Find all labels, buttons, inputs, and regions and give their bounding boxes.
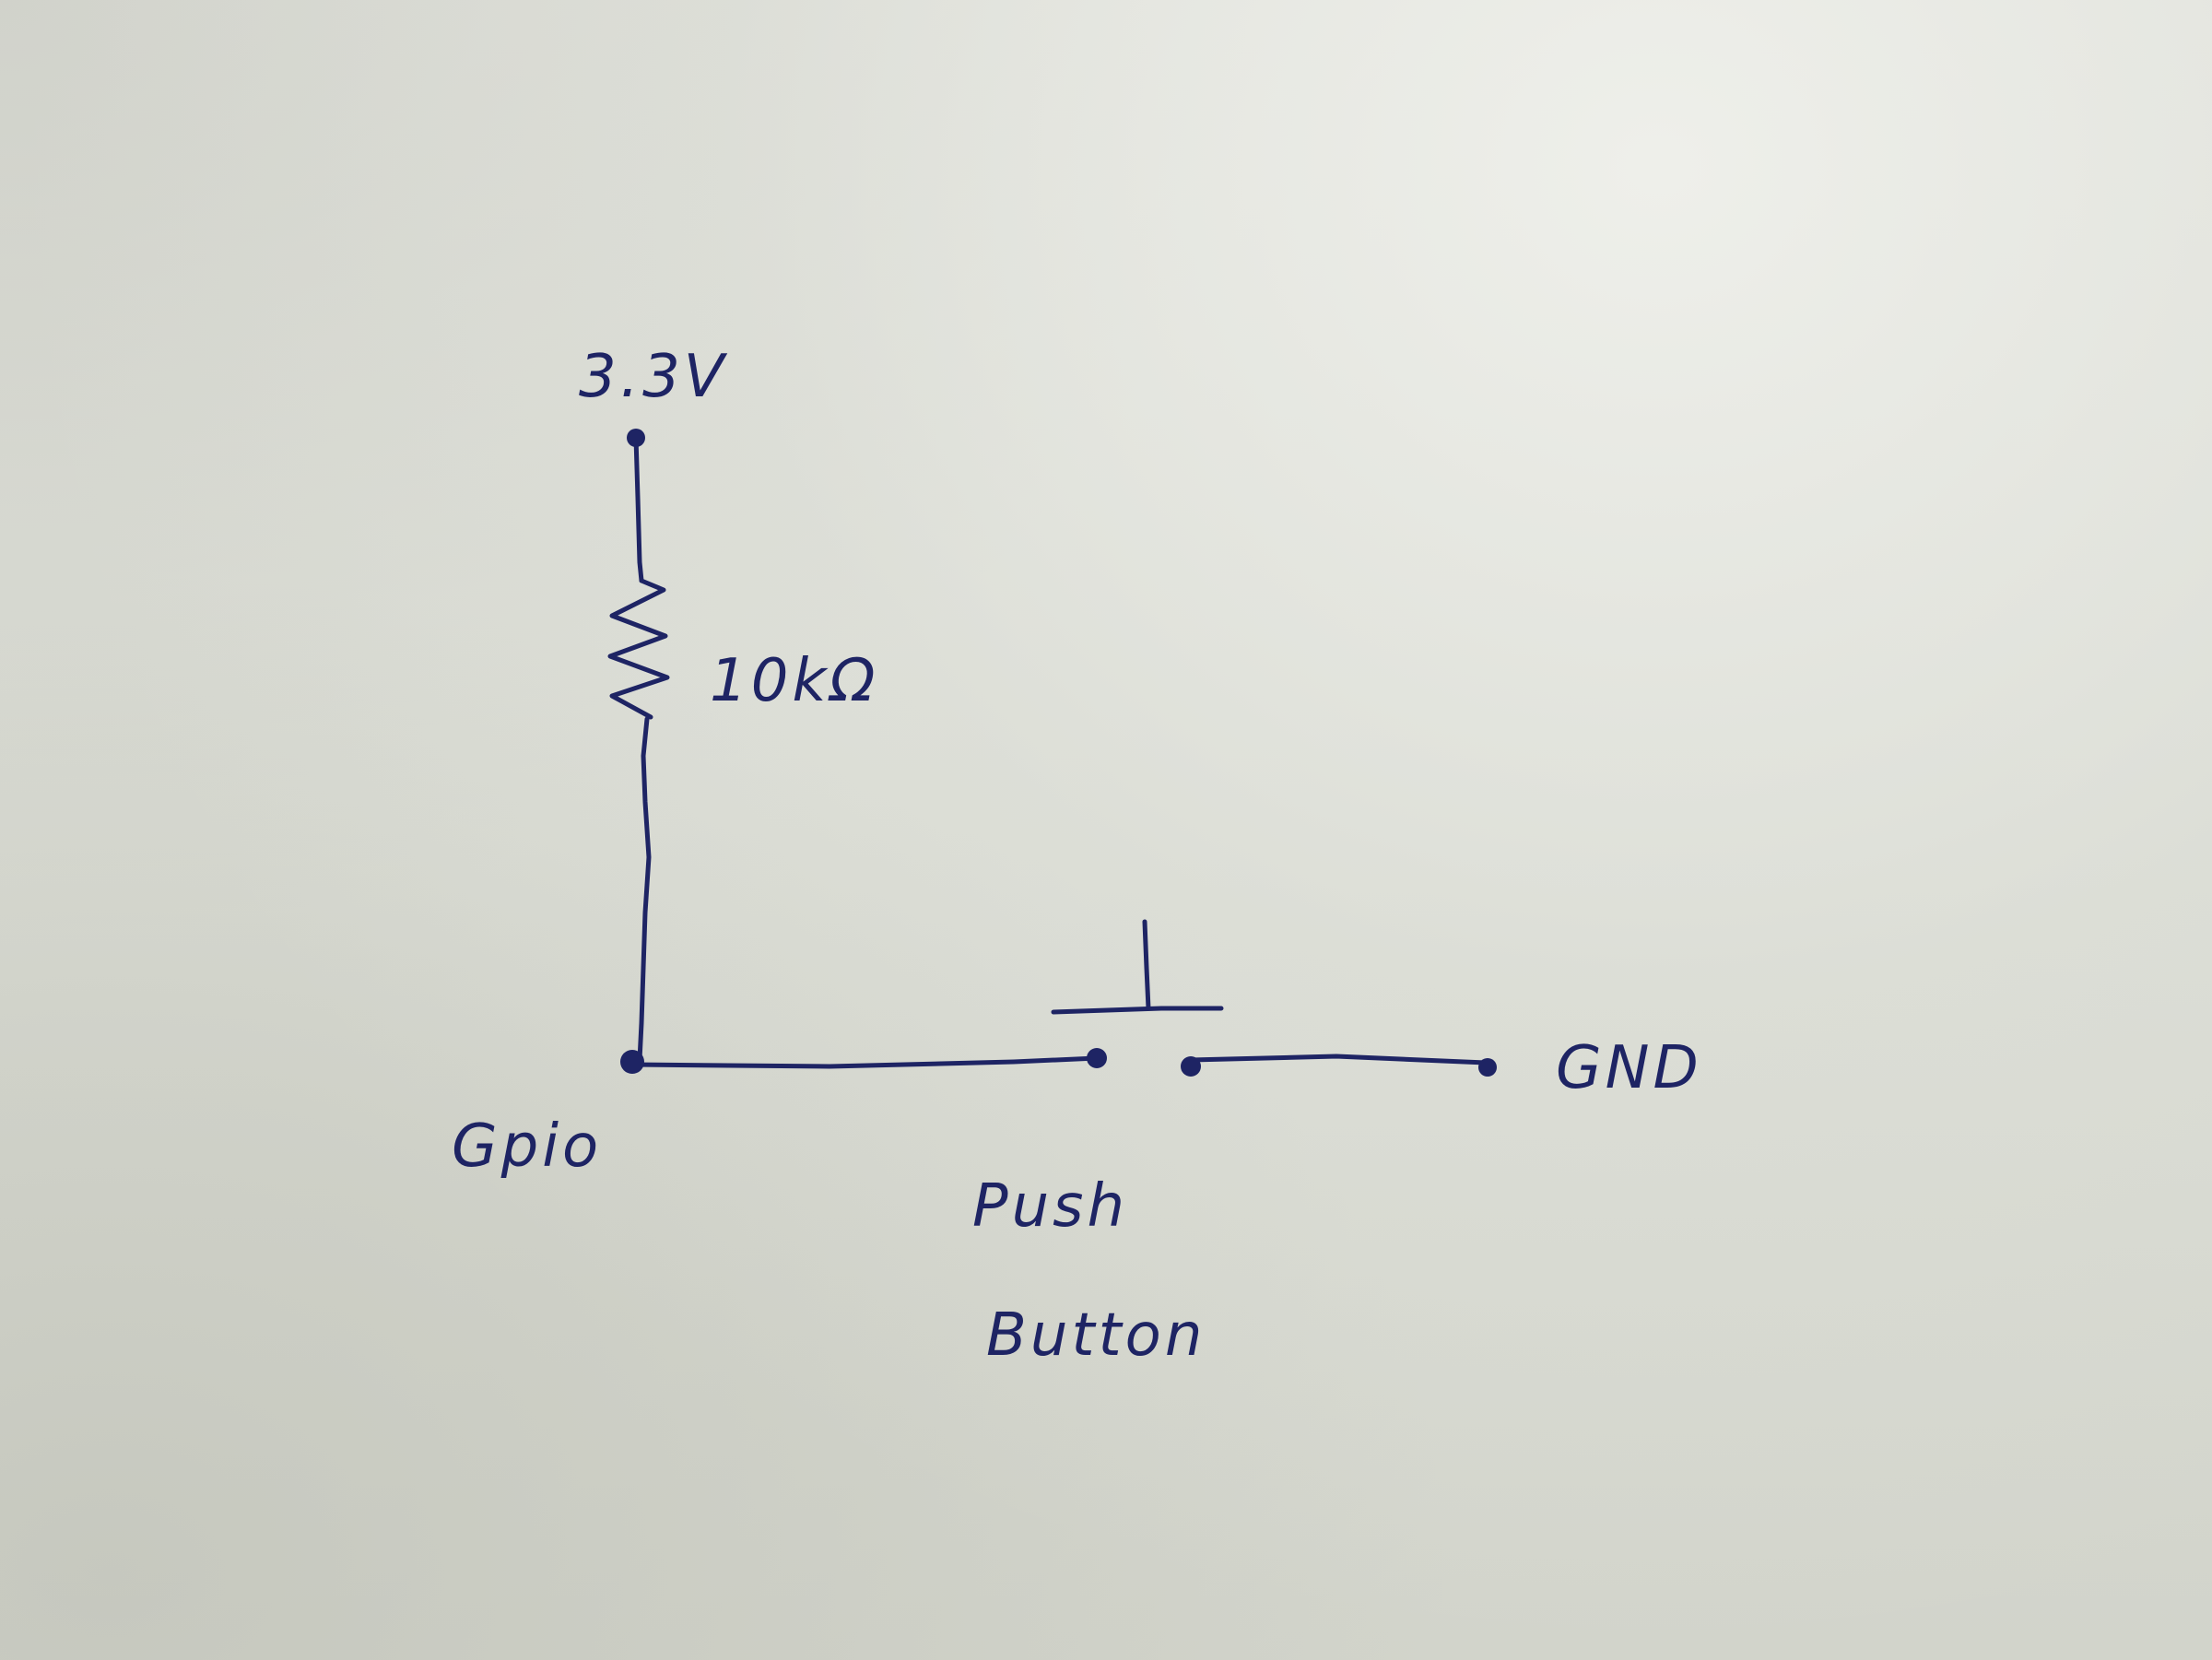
gpio-to-button-wire [629, 1055, 1100, 1069]
gpio-node-dot [620, 1050, 644, 1074]
gnd-terminal-dot [1478, 1058, 1497, 1077]
supply-wire [633, 435, 644, 583]
button-label-line2: Button [986, 1301, 1206, 1370]
button-label-line1: Push [972, 1172, 1128, 1241]
button-to-gnd-wire [1188, 1054, 1488, 1065]
button-bar [1051, 1006, 1224, 1015]
ground-label: GND [1556, 1034, 1702, 1102]
resistor-symbol [607, 578, 670, 720]
gpio-wire [637, 716, 652, 1063]
button-left-contact [1087, 1048, 1107, 1068]
gpio-label: Gpio [452, 1113, 602, 1181]
supply-label: 3.3V [579, 343, 728, 411]
button-plunger [1142, 919, 1151, 1011]
resistor-label: 10kΩ [710, 647, 878, 715]
